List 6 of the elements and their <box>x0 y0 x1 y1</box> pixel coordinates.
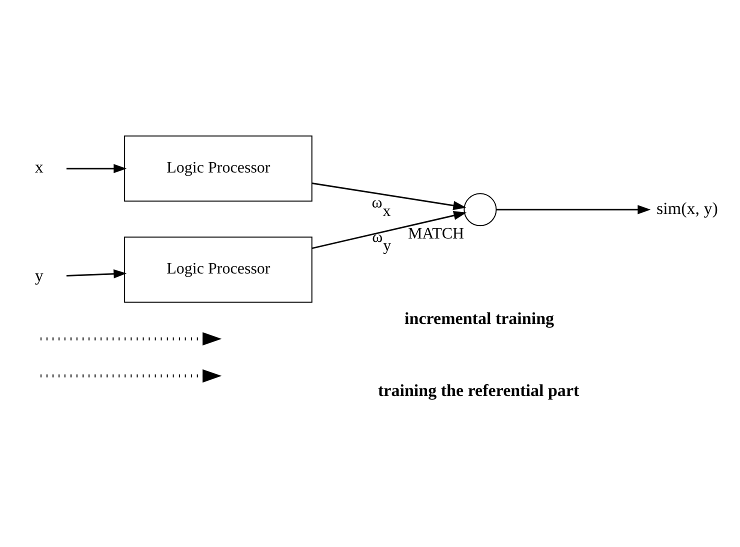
node-text: x <box>34 158 44 177</box>
node-label: MATCH <box>408 225 464 242</box>
node-text: y <box>34 266 44 285</box>
legend-label: training the referential part <box>378 381 580 400</box>
node-text: sim(x, y) <box>656 198 718 218</box>
legend-label: incremental training <box>404 308 554 328</box>
